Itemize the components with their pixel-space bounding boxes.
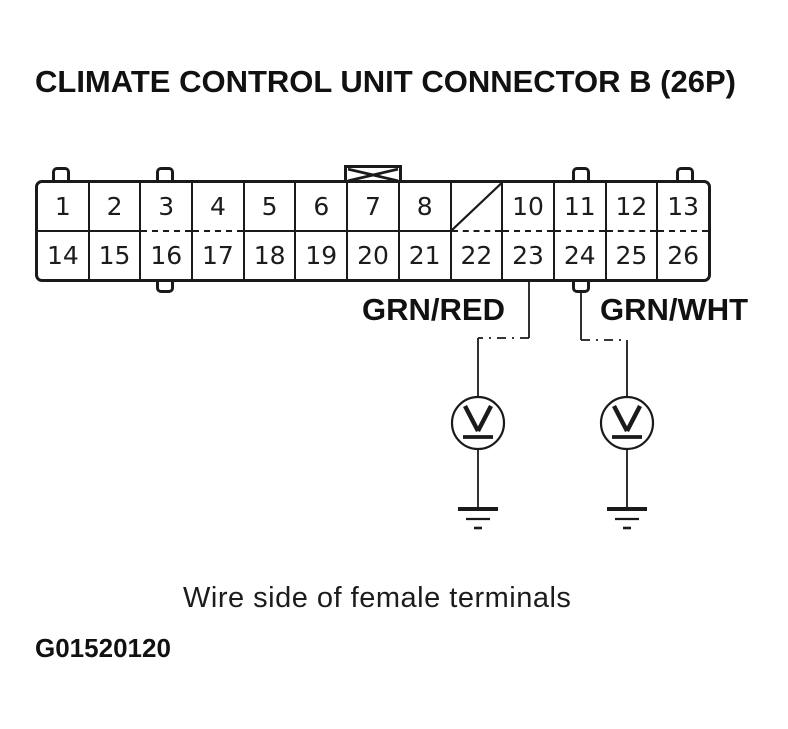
ground-icon (607, 507, 647, 530)
pin-cell: 11 (554, 183, 605, 232)
connector-column: 7 20 (348, 183, 400, 279)
index-tab-icon (572, 167, 590, 182)
pin-cell: 7 (348, 183, 398, 232)
wire-color-label: GRN/RED (362, 292, 505, 327)
index-tab-icon (156, 279, 174, 293)
pin-cell: 14 (46, 241, 79, 270)
pin-cell: 18 (253, 241, 286, 270)
index-tab-icon (572, 279, 590, 293)
pin-cell: 15 (98, 241, 131, 270)
pin-cell: 22 (460, 241, 493, 270)
pin-cell: 13 (658, 183, 708, 232)
connector-column: 10 23 (503, 183, 555, 279)
blocked-pin-cell (451, 183, 502, 232)
connector-column: 2 15 (89, 183, 142, 279)
pin-cell: 2 (89, 183, 140, 232)
index-tab-icon (52, 167, 70, 182)
pin-cell: 10 (503, 183, 553, 232)
wire-grn-red (477, 282, 530, 509)
connector-column: 8 21 (399, 183, 452, 279)
connector-column: 12 25 (606, 183, 659, 279)
connector-column: 22 (451, 183, 504, 279)
diagonal-blank-icon (451, 183, 502, 230)
pin-cell: 24 (563, 241, 596, 270)
pin-cell: 20 (357, 241, 389, 270)
connector-column: 3 16 (141, 183, 194, 279)
voltmeter-icon (450, 395, 506, 451)
index-tab-icon (676, 167, 694, 182)
pin-cell: 8 (399, 183, 450, 232)
index-tab-icon (156, 167, 174, 182)
connector-column: 11 24 (554, 183, 607, 279)
pin-cell: 1 (38, 183, 88, 232)
connector-body: 1 14 2 15 3 16 4 17 5 18 6 19 (35, 180, 711, 282)
pin-cell: 19 (305, 241, 338, 270)
connector-column: 1 14 (38, 183, 90, 279)
pin-cell: 23 (512, 241, 544, 270)
page-title: CLIMATE CONTROL UNIT CONNECTOR B (26P) (35, 64, 736, 99)
pin-cell: 26 (667, 241, 699, 270)
figure-id: G01520120 (35, 633, 171, 663)
pin-cell: 6 (296, 183, 347, 232)
pin-cell: 25 (615, 241, 648, 270)
connector-column: 13 26 (658, 183, 708, 279)
connector-column: 5 18 (244, 183, 297, 279)
pin-cell: 21 (408, 241, 441, 270)
pin-cell: 3 (141, 183, 192, 232)
connector-column: 6 19 (296, 183, 349, 279)
figure-caption: Wire side of female terminals (183, 582, 572, 614)
keying-tab-icon (344, 165, 402, 182)
pin-cell: 5 (244, 183, 295, 232)
wire-grn-wht (580, 292, 628, 509)
wire-color-label: GRN/WHT (600, 292, 749, 327)
ground-icon (458, 507, 498, 530)
connector-diagram: 1 14 2 15 3 16 4 17 5 18 6 19 (35, 164, 711, 296)
pin-cell: 12 (606, 183, 657, 232)
voltmeter-icon (599, 395, 655, 451)
pin-cell: 16 (150, 241, 183, 270)
connector-column: 4 17 (193, 183, 245, 279)
pin-cell: 17 (202, 241, 234, 270)
pin-cell: 4 (193, 183, 243, 232)
